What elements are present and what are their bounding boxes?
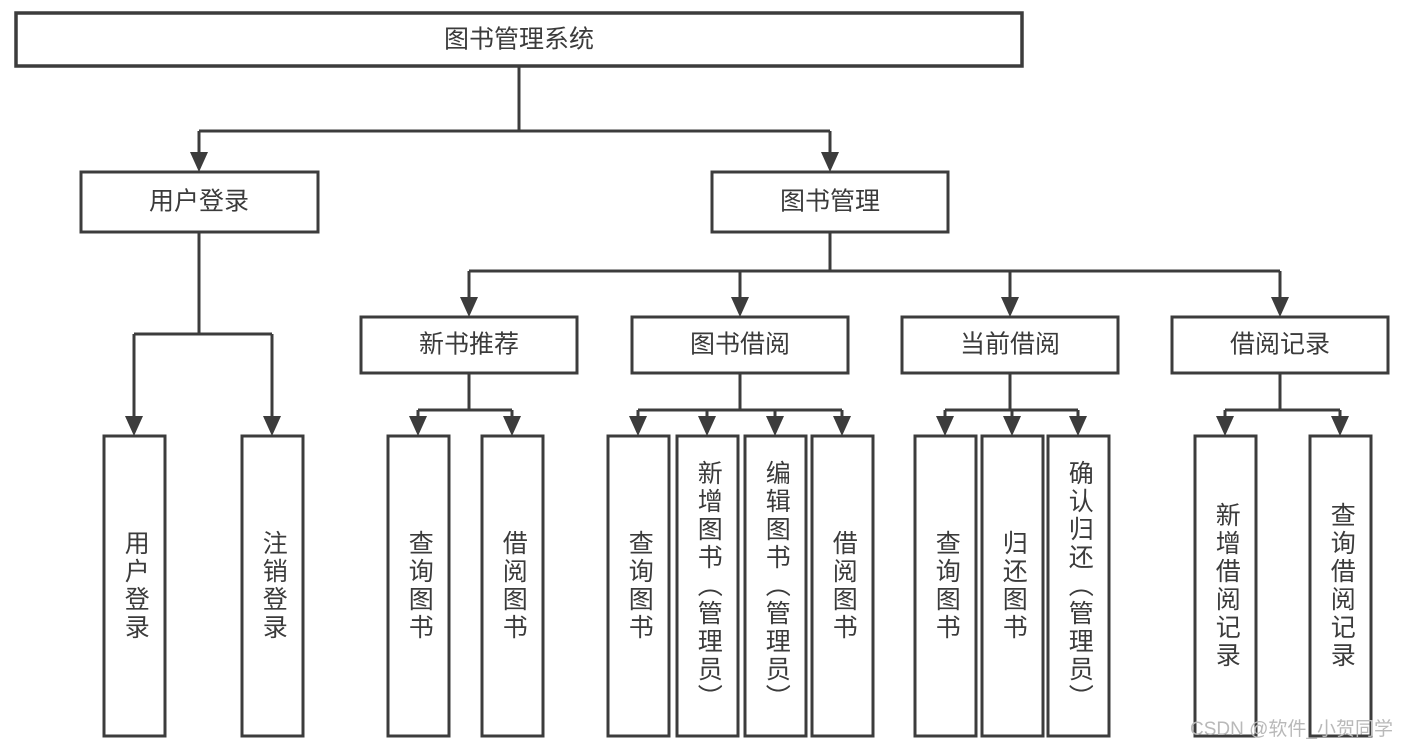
- arrow-leaf-confirm-return: [1069, 416, 1087, 436]
- node-book-borrow[interactable]: 图书借阅: [630, 315, 850, 375]
- node-leaf-user-login-box[interactable]: [102, 434, 167, 738]
- edge-group-borrow-record-to-leaves: [1216, 373, 1349, 436]
- node-leaf-borrow-book-1-box[interactable]: [480, 434, 545, 738]
- node-book-manage-label: 图书管理: [780, 188, 880, 216]
- node-new-book-recommend-label: 新书推荐: [419, 331, 519, 359]
- node-leaf-confirm-return-box[interactable]: [1046, 434, 1111, 738]
- arrow-to-user-login: [190, 152, 208, 172]
- node-user-login-box[interactable]: [79, 170, 320, 234]
- node-leaf-query-book-1-box[interactable]: [386, 434, 451, 738]
- node-new-book-recommend[interactable]: 新书推荐: [359, 315, 579, 375]
- node-root-label: 图书管理系统: [444, 26, 594, 54]
- arrow-to-borrow-record: [1271, 297, 1289, 317]
- node-leaf-query-record-box[interactable]: [1308, 434, 1373, 738]
- arrow-leaf-edit-book: [766, 416, 784, 436]
- edge-group-root-to-level2: [190, 66, 839, 172]
- arrow-leaf-query-book-1: [409, 416, 427, 436]
- node-borrow-record-box[interactable]: [1170, 315, 1390, 375]
- arrow-leaf-user-login: [125, 416, 143, 436]
- node-borrow-record[interactable]: 借阅记录: [1170, 315, 1390, 375]
- arrow-leaf-query-book-2: [629, 416, 647, 436]
- arrow-leaf-add-record: [1216, 416, 1234, 436]
- node-book-manage[interactable]: 图书管理: [710, 170, 950, 234]
- arrow-to-book-manage: [821, 152, 839, 172]
- node-borrow-record-label: 借阅记录: [1230, 331, 1330, 359]
- node-leaf-user-logout-box[interactable]: [240, 434, 305, 738]
- node-leaf-borrow-book-2-box[interactable]: [810, 434, 875, 738]
- node-leaf-add-book-box[interactable]: [675, 434, 740, 738]
- node-leaf-query-book-2-box[interactable]: [606, 434, 671, 738]
- node-current-borrow-label: 当前借阅: [960, 331, 1060, 359]
- arrow-leaf-borrow-book-1: [503, 416, 521, 436]
- node-current-borrow[interactable]: 当前借阅: [900, 315, 1120, 375]
- arrow-leaf-return-book: [1003, 416, 1021, 436]
- node-book-borrow-box[interactable]: [630, 315, 850, 375]
- node-leaf-return-book-box[interactable]: [980, 434, 1045, 738]
- node-current-borrow-box[interactable]: [900, 315, 1120, 375]
- node-root[interactable]: 图书管理系统: [14, 11, 1024, 68]
- node-leaf-add-record-box[interactable]: [1193, 434, 1258, 738]
- arrow-leaf-user-logout: [263, 416, 281, 436]
- arrow-leaf-query-record: [1331, 416, 1349, 436]
- node-new-book-recommend-box[interactable]: [359, 315, 579, 375]
- node-book-borrow-label: 图书借阅: [690, 331, 790, 359]
- node-user-login[interactable]: 用户登录: [79, 170, 320, 234]
- arrow-leaf-query-book-3: [936, 416, 954, 436]
- arrow-to-current-borrow: [1001, 297, 1019, 317]
- edge-group-new-book-to-leaves: [409, 373, 521, 436]
- arrow-to-new-book-recommend: [460, 297, 478, 317]
- edge-group-user-login-to-leaves: [125, 232, 281, 436]
- node-book-manage-box[interactable]: [710, 170, 950, 234]
- edge-group-current-borrow-to-leaves: [936, 373, 1087, 436]
- node-root-box[interactable]: [14, 11, 1024, 68]
- arrow-to-book-borrow: [731, 297, 749, 317]
- edge-group-book-borrow-to-leaves: [629, 373, 851, 436]
- watermark-text: CSDN @软件_小贺同学: [1190, 719, 1393, 740]
- edge-group-book-manage-to-level3: [460, 232, 1289, 317]
- arrow-leaf-borrow-book-2: [833, 416, 851, 436]
- node-leaf-edit-book-box[interactable]: [743, 434, 808, 738]
- arrow-leaf-add-book: [698, 416, 716, 436]
- node-user-login-label: 用户登录: [149, 188, 249, 216]
- node-leaf-query-book-3-box[interactable]: [913, 434, 978, 738]
